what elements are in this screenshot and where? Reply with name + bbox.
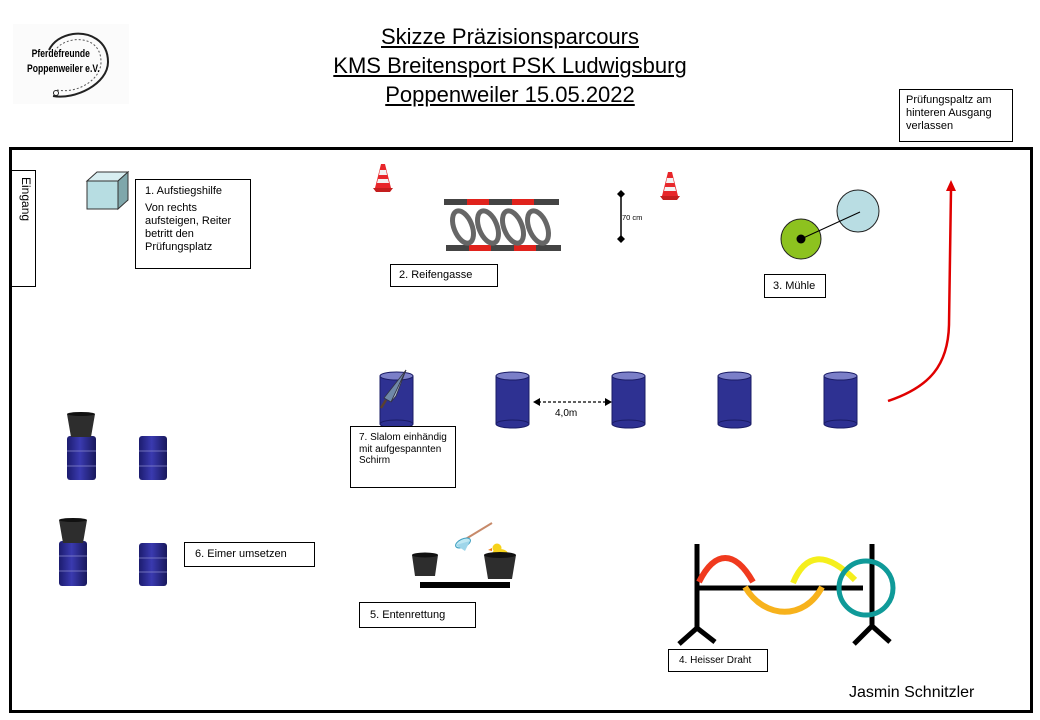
- mill-icon: [780, 189, 880, 260]
- entrance-box: Eingang: [11, 170, 36, 287]
- umbrella-icon: [379, 369, 407, 409]
- title-line-1: Skizze Präzisionsparcours: [381, 24, 639, 49]
- barrel-icon: [139, 543, 167, 586]
- barrel-icon: [59, 541, 87, 586]
- station-5-label: 5. Entenrettung: [359, 602, 476, 628]
- station-6-label: 6. Eimer umsetzen: [184, 542, 315, 567]
- station-1-desc: Von rechts aufsteigen, Reiter betritt de…: [145, 202, 232, 253]
- horseshoe-icon: [48, 32, 110, 98]
- bucket-icon: [484, 552, 516, 579]
- traffic-cone-icon: [373, 164, 393, 192]
- measure-70cm-label: 70 cm: [622, 213, 643, 222]
- logo-line1: Pferdefreunde: [31, 48, 90, 60]
- traffic-cone-icon: [660, 172, 680, 200]
- title-line-3: Poppenweiler 15.05.2022: [385, 82, 635, 107]
- slalom-barrel-icon: [611, 371, 646, 429]
- club-logo: Pferdefreunde Poppenweiler e.V.: [13, 24, 129, 104]
- mounting-block-icon: [85, 170, 130, 211]
- barrel-icon: [67, 436, 96, 480]
- station-2-label: 2. Reifengasse: [390, 264, 498, 287]
- exit-note: Prüfungspaltz am hinteren Ausgang verlas…: [899, 89, 1013, 142]
- title-line-2: KMS Breitensport PSK Ludwigsburg: [333, 53, 687, 78]
- entrance-label: Eingang: [19, 177, 33, 222]
- tire-lane-icon: [444, 199, 561, 251]
- page-title: Skizze Präzisionsparcours KMS Breitenspo…: [260, 22, 760, 109]
- logo-line2: Poppenweiler e.V.: [27, 63, 100, 75]
- slalom-barrels: [379, 369, 858, 429]
- hot-wire-icon: [677, 544, 896, 646]
- station-3-label: 3. Mühle: [764, 274, 826, 298]
- slalom-barrel-icon: [717, 371, 752, 429]
- measure-70cm-icon: [617, 190, 625, 243]
- slalom-distance-label: 4,0m: [555, 408, 578, 419]
- station-4-label: 4. Heisser Draht: [668, 649, 768, 672]
- bucket-icon: [59, 518, 87, 543]
- logo-text: Pferdefreunde Poppenweiler e.V.: [27, 47, 100, 77]
- slalom-barrel-icon: [823, 371, 858, 429]
- slalom-barrel-icon: [495, 371, 530, 429]
- station-1-title: 1. Aufstiegshilfe: [145, 185, 223, 197]
- bucket-barrel-group: [59, 412, 167, 586]
- distance-arrow-icon: [533, 398, 612, 406]
- net-icon: [455, 522, 493, 551]
- arena-border: [9, 147, 1033, 713]
- duck-rescue-icon: [412, 522, 516, 588]
- barrel-icon: [139, 436, 167, 480]
- station-7-label: 7. Slalom einhändig mit aufgespannten Sc…: [350, 426, 456, 488]
- station-1-label: 1. Aufstiegshilfe Von rechts aufsteigen,…: [135, 179, 251, 269]
- exit-arrow-icon: [887, 180, 956, 403]
- board-icon: [420, 582, 510, 588]
- author-name: Jasmin Schnitzler: [849, 684, 975, 701]
- bucket-icon: [412, 552, 438, 576]
- bucket-icon: [67, 412, 95, 437]
